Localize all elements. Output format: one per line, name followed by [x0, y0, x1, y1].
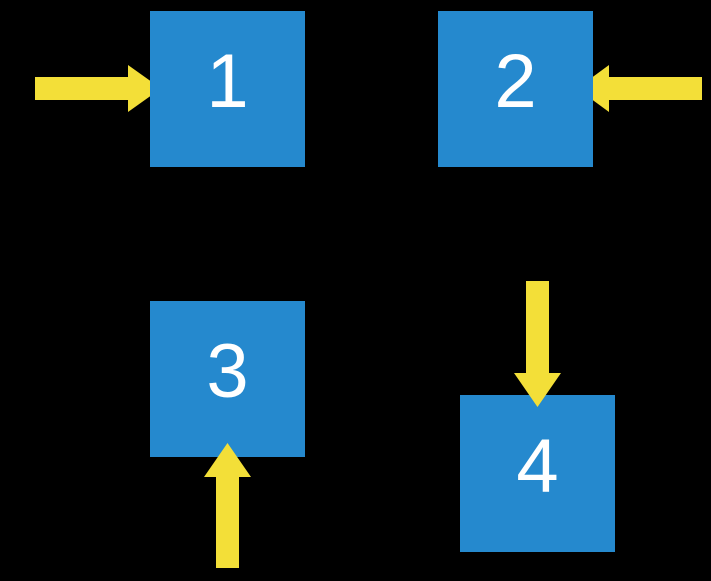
arrow-down-icon — [514, 281, 561, 407]
box-3-label: 3 — [206, 329, 249, 414]
arrow-left-icon — [577, 65, 702, 112]
box-1-label: 1 — [206, 39, 249, 124]
arrow-up-icon — [204, 443, 251, 568]
box-3: 3 — [150, 301, 305, 457]
arrow-right-icon — [35, 65, 161, 112]
box-2: 2 — [438, 11, 593, 167]
box-1: 1 — [150, 11, 305, 167]
box-4: 4 — [460, 395, 615, 552]
box-2-label: 2 — [494, 39, 537, 124]
box-4-label: 4 — [516, 423, 559, 509]
